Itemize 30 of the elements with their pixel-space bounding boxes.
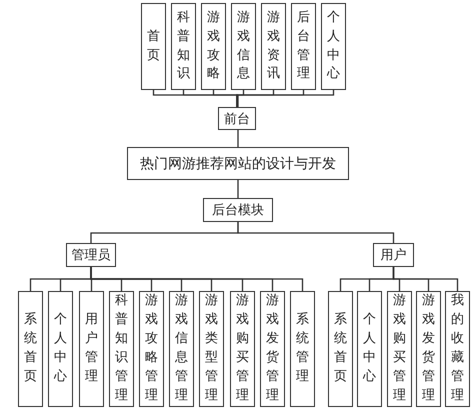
- module-box: 游戏信息管理: [169, 291, 194, 407]
- module-box: 游戏发货管理: [260, 291, 285, 407]
- module-box: 个人中心: [321, 3, 346, 90]
- module-box: 游戏攻略: [201, 3, 226, 90]
- module-box: 个人中心: [48, 291, 73, 407]
- module-box: 我的收藏管理: [445, 291, 470, 407]
- module-box: 系统管理: [290, 291, 315, 407]
- connector-line: [237, 180, 239, 198]
- module-box: 科普知识: [171, 3, 196, 90]
- module-box: 后台管理: [291, 3, 316, 90]
- module-box: 系统首页: [18, 291, 43, 407]
- module-box: 个人中心: [357, 291, 382, 407]
- module-box: 游戏购买管理: [387, 291, 412, 407]
- module-box: 前台: [218, 107, 256, 130]
- module-box: 后台模块: [203, 198, 273, 222]
- module-box: 游戏资讯: [261, 3, 286, 90]
- module-box: 首页: [141, 3, 166, 90]
- module-box: 游戏信息: [231, 3, 256, 90]
- module-box: 用户管理: [79, 291, 104, 407]
- module-box: 科普知识管理: [109, 291, 134, 407]
- module-box: 游戏发货管理: [416, 291, 441, 407]
- module-box: 游戏购买管理: [230, 291, 255, 407]
- module-box: 用户: [373, 243, 414, 267]
- connector-line: [392, 267, 458, 291]
- module-box: 游戏攻略管理: [139, 291, 164, 407]
- title-box: 热门网游推荐网站的设计与开发: [127, 147, 349, 180]
- module-box: 管理员: [66, 243, 116, 267]
- module-box: 系统首页: [328, 291, 353, 407]
- connector-line: [237, 222, 394, 243]
- module-box: 游戏类型管理: [199, 291, 224, 407]
